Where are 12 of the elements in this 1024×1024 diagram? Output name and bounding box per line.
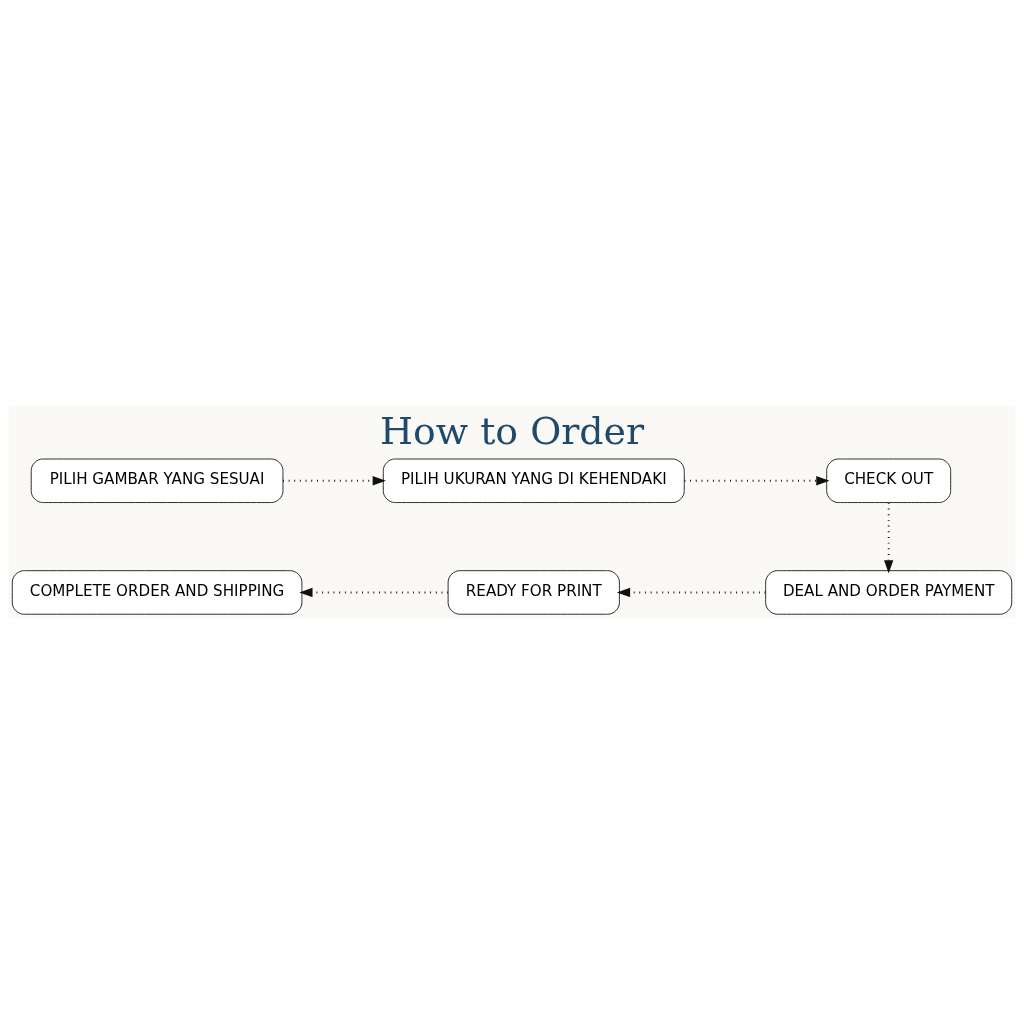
diagram-title: How to Order	[379, 408, 645, 453]
arrow	[884, 501, 894, 574]
node-box: COMPLETE ORDER AND SHIPPING	[11, 570, 303, 615]
arrow	[616, 587, 767, 598]
node-box: PILIH GAMBAR YANG SESUAI	[30, 458, 284, 503]
arrow	[683, 476, 830, 486]
node-box: DEAL AND ORDER PAYMENT	[765, 570, 1013, 615]
node-box: READY FOR PRINT	[447, 570, 620, 615]
node-box: PILIH UKURAN YANG DI KEHENDAKI	[382, 458, 685, 503]
arrow	[299, 587, 449, 598]
arrow	[282, 476, 386, 486]
node-box: CHECK OUT	[826, 458, 952, 503]
